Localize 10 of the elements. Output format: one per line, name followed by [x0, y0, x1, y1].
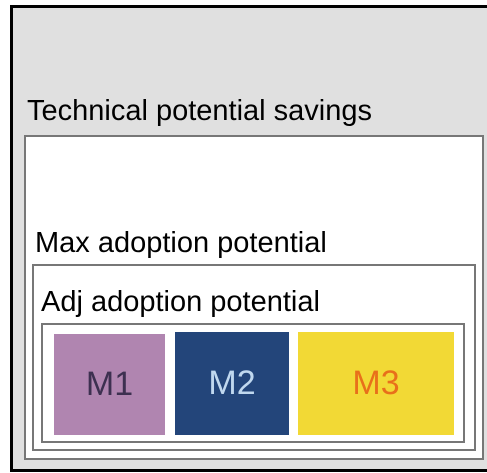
measure-block: M2: [175, 332, 289, 435]
frame-heading: Adj adoption potential: [41, 285, 320, 319]
measure-block: M3: [298, 332, 454, 435]
nested-frame: [24, 135, 484, 460]
measure-block: M1: [54, 334, 165, 435]
outer-panel: [10, 5, 487, 472]
nested-frame: [32, 264, 476, 451]
frame-heading: Max adoption potential: [35, 226, 327, 260]
inner-box: [41, 323, 465, 443]
frame-heading: Technical potential savings: [27, 94, 372, 128]
